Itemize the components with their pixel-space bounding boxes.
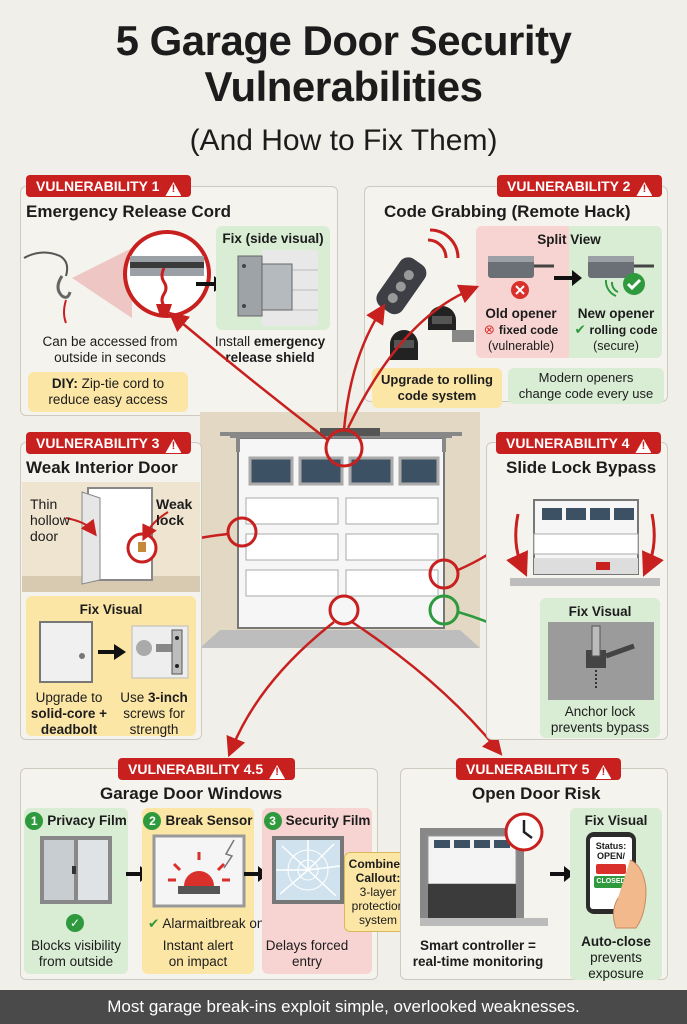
- warning-icon: !: [165, 439, 182, 453]
- interior-door-illustration: [22, 482, 200, 592]
- warning-icon: !: [269, 765, 286, 779]
- cracked-glass-illustration: [272, 836, 344, 904]
- arrow-right-icon: [554, 270, 582, 286]
- vulnerability-2-badge: VULNERABILITY 2!: [497, 175, 663, 197]
- smart-controller-caption: Smart controller =real-time monitoring: [412, 938, 544, 969]
- vulnerability-3-badge: VULNERABILITY 3!: [26, 432, 192, 454]
- v5-fix-visual-label: Fix Visual: [584, 813, 648, 828]
- privacy-film-window-illustration: [40, 836, 112, 904]
- page-title: 5 Garage Door Security Vulnerabilities: [115, 17, 572, 110]
- v4-fix-visual-label: Fix Visual: [568, 604, 632, 619]
- slide-lock-bypass-illustration: [506, 499, 664, 586]
- vulnerability-1-heading: Emergency Release Cord: [26, 202, 232, 221]
- footer-banner: Most garage break-ins exploit simple, ov…: [0, 990, 687, 1024]
- closed-status-button[interactable]: CLOSED: [594, 876, 628, 888]
- arrow-right-icon: [550, 866, 574, 882]
- solid-door-deadbolt-illustration: [39, 621, 189, 683]
- release-cord-illustration: [23, 230, 211, 324]
- old-opener-illustration: [488, 256, 554, 299]
- modern-openers-box: [508, 368, 664, 404]
- new-opener-illustration: [588, 256, 654, 297]
- vulnerability-4-heading: Slide Lock Bypass: [506, 458, 657, 477]
- vulnerability-1-badge: VULNERABILITY 1!: [26, 175, 192, 197]
- vulnerability-45-badge: VULNERABILITY 4.5!: [118, 758, 296, 780]
- new-opener-caption: New opener ✔ rolling code (secure): [574, 306, 658, 353]
- hand-illustration: [612, 859, 647, 929]
- hacker-remote-illustration: [376, 228, 474, 360]
- open-toggle-button[interactable]: [596, 864, 626, 874]
- vulnerability-5-heading: Open Door Risk: [472, 784, 601, 803]
- open-garage-clock-illustration: [420, 812, 548, 926]
- split-view-label: Split View: [537, 232, 601, 247]
- check-circle-icon: ✔: [148, 916, 160, 931]
- vulnerability-4-badge: VULNERABILITY 4!: [496, 432, 662, 454]
- old-opener-caption: Old opener ⊗ fixed code (vulnerable): [483, 306, 559, 353]
- v3-fix-visual-label: Fix Visual: [79, 602, 143, 617]
- fix-side-visual-label: Fix (side visual): [222, 231, 324, 246]
- vulnerability-3-heading: Weak Interior Door: [26, 458, 178, 477]
- vulnerability-45-heading: Garage Door Windows: [100, 784, 283, 803]
- warning-icon: !: [595, 765, 612, 779]
- warning-icon: !: [635, 439, 652, 453]
- page-subtitle: (And How to Fix Them): [189, 124, 498, 157]
- vulnerability-5-badge: VULNERABILITY 5!: [456, 758, 622, 780]
- vulnerability-2-heading: Code Grabbing (Remote Hack): [384, 202, 631, 221]
- alarm-light-illustration: [152, 834, 246, 908]
- anchor-lock-illustration: [548, 622, 654, 700]
- release-shield-illustration: [237, 250, 318, 326]
- x-circle-icon: ⊗: [483, 322, 496, 337]
- check-circle-icon: ✓: [66, 914, 84, 932]
- central-garage-illustration: [200, 412, 480, 648]
- check-circle-icon: ✔: [574, 322, 586, 337]
